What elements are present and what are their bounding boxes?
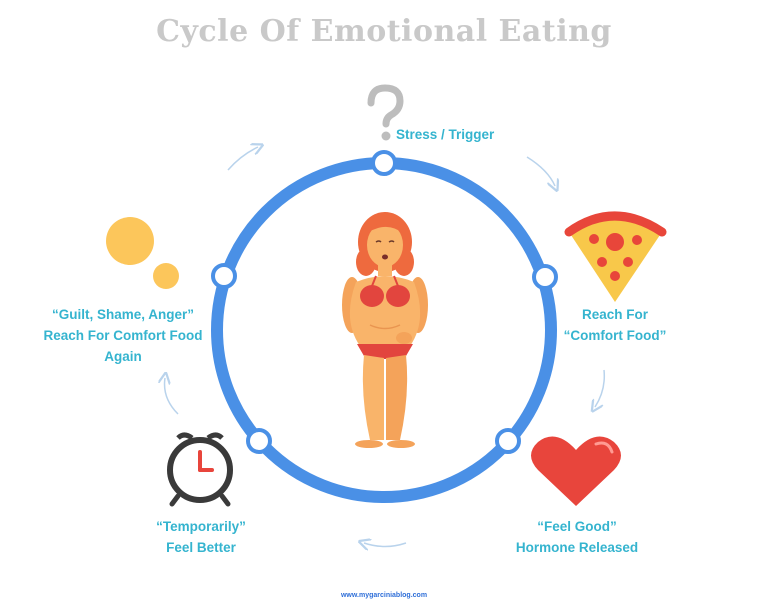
step-label-line: Hormone Released: [515, 540, 639, 555]
step-label-line: “Guilt, Shame, Anger”: [51, 307, 195, 322]
ring-node-top: [371, 150, 397, 176]
step-label-line: Reach For: [581, 307, 649, 322]
step-label-line: Stress / Trigger: [396, 127, 495, 142]
ring-node-upper-left: [211, 263, 237, 289]
question-mark-icon: [367, 84, 404, 141]
woman-figure: [342, 212, 428, 448]
step-label-line: “Comfort Food”: [563, 328, 667, 343]
alarm-clock-icon: [167, 432, 233, 507]
bubbles-icon: [106, 217, 179, 289]
flow-arrow-3: [364, 543, 407, 547]
footer-website-link[interactable]: www.mygarciniablog.com: [340, 592, 428, 599]
step-temporarily-feel-better: “Temporarily” Feel Better: [126, 516, 276, 558]
step-guilt-shame-anger: “Guilt, Shame, Anger” Reach For Comfort …: [36, 304, 210, 367]
step-feel-good-hormone: “Feel Good” Hormone Released: [502, 516, 652, 558]
flow-arrow-2: [595, 369, 606, 407]
step-label-line: Feel Better: [166, 540, 236, 555]
ring-node-lower-left: [246, 428, 272, 454]
pizza-icon: [564, 211, 667, 302]
ring-node-upper-right: [532, 264, 558, 290]
page-title: Cycle Of Emotional Eating: [156, 14, 612, 49]
step-label-line: “Feel Good”: [537, 519, 617, 534]
step-reach-for-comfort-food: Reach For “Comfort Food”: [540, 304, 690, 346]
flow-arrow-5: [227, 147, 258, 171]
step-label-line: “Temporarily”: [156, 519, 246, 534]
flow-arrow-4: [165, 378, 179, 415]
step-stress-trigger: Stress / Trigger: [396, 124, 494, 145]
flow-arrow-1: [526, 156, 555, 186]
step-label-line: Reach For Comfort Food: [43, 328, 203, 343]
ring-node-lower-right: [495, 428, 521, 454]
heart-icon: [531, 436, 621, 506]
step-label-line: Again: [104, 349, 142, 364]
